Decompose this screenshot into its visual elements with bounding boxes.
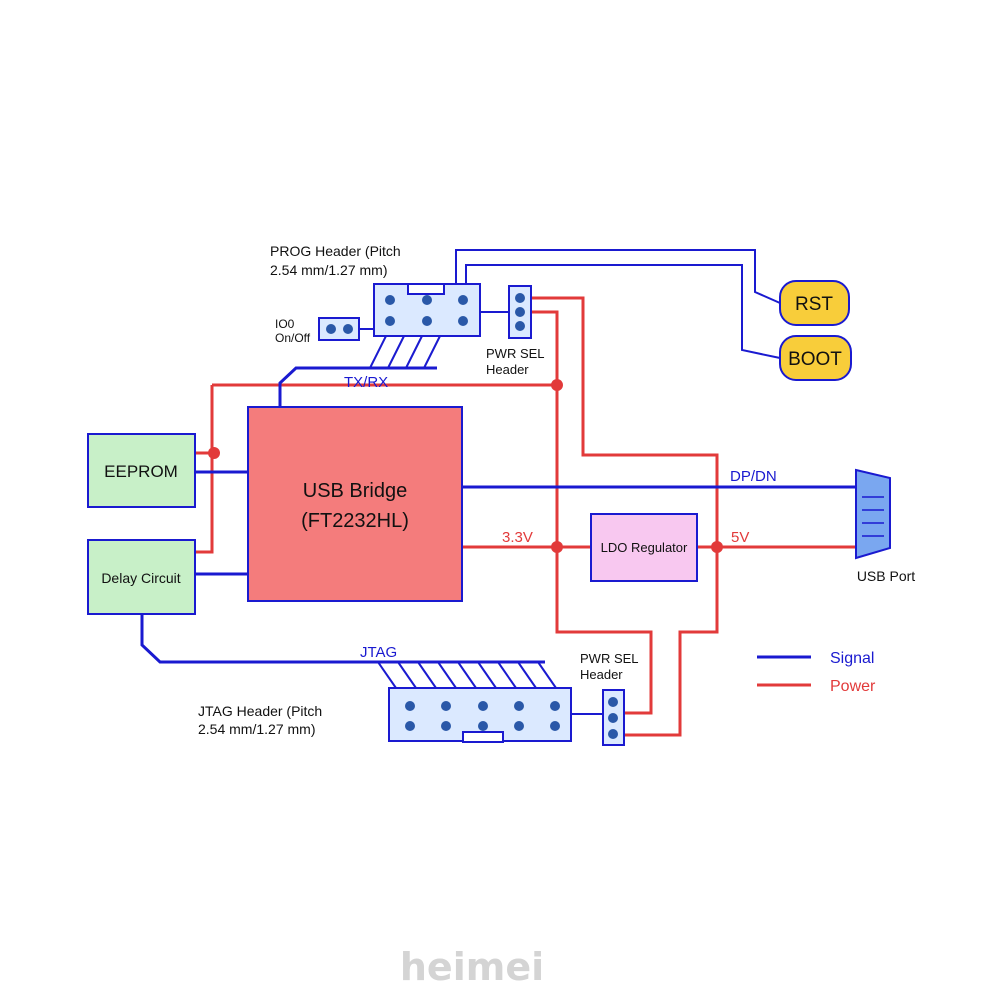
prog-bus-slashes	[369, 335, 441, 369]
prog-header-label-line2: 2.54 mm/1.27 mm)	[270, 262, 387, 278]
pwr-sel-top-label-line2: Header	[486, 362, 529, 377]
signal-wire-jtag	[140, 614, 545, 664]
io0-label-line1: IO0	[275, 317, 295, 331]
usb-port-label: USB Port	[857, 568, 915, 584]
pwr-sel-bottom-label-line1: PWR SEL	[580, 651, 639, 666]
power-wire-left-vertical	[195, 385, 214, 554]
usb-bridge-label-line2: (FT2232HL)	[301, 510, 409, 532]
jtag-header: JTAG Header (Pitch 2.54 mm/1.27 mm)	[198, 687, 572, 743]
boot-label: BOOT	[788, 349, 842, 370]
eeprom-label: EEPROM	[104, 462, 178, 481]
net-label-txrx: TX/RX	[344, 374, 388, 391]
rst-label: RST	[795, 294, 833, 315]
button-wires	[455, 249, 781, 359]
jtag-bus-slashes	[377, 661, 557, 689]
usb-port: USB Port	[855, 468, 915, 584]
net-label-3v3: 3.3V	[502, 529, 533, 546]
power-wire-pwrsel-top-to-rail	[531, 310, 653, 715]
watermark-text: heimei	[400, 945, 544, 989]
signal-wires	[140, 366, 862, 664]
pwr-sel-bottom-label-line2: Header	[580, 667, 623, 682]
net-label-5v: 5V	[731, 529, 749, 546]
boot-wire	[465, 264, 781, 359]
io0-label-line2: On/Off	[275, 331, 311, 345]
legend-power-label: Power	[830, 678, 876, 695]
io0-jumper: IO0 On/Off	[275, 317, 374, 345]
delay-circuit-label: Delay Circuit	[101, 570, 180, 586]
eeprom-block: EEPROM	[87, 433, 196, 508]
rst-wire	[455, 249, 781, 304]
junction-dot	[208, 447, 220, 459]
delay-circuit-block: Delay Circuit	[87, 539, 196, 615]
pwr-sel-top-label-line1: PWR SEL	[486, 346, 545, 361]
prog-header-label-line1: PROG Header (Pitch	[270, 243, 401, 259]
net-label-dpdn: DP/DN	[730, 468, 777, 485]
ldo-regulator-label: LDO Regulator	[601, 540, 688, 555]
boot-button: BOOT	[779, 335, 852, 381]
jtag-header-label-line2: 2.54 mm/1.27 mm)	[198, 721, 315, 737]
junction-dots	[208, 379, 723, 553]
usb-bridge-block: USB Bridge (FT2232HL)	[247, 406, 463, 602]
legend: Signal Power	[757, 650, 876, 695]
junction-dot	[551, 541, 563, 553]
pwr-sel-header-top: PWR SEL Header	[480, 285, 545, 377]
junction-dot	[551, 379, 563, 391]
rst-button: RST	[779, 280, 850, 326]
prog-header: PROG Header (Pitch 2.54 mm/1.27 mm)	[270, 243, 481, 337]
signal-wire-txrx	[278, 366, 437, 407]
ldo-regulator-block: LDO Regulator	[590, 513, 698, 582]
usb-bridge-label-line1: USB Bridge	[303, 480, 408, 502]
junction-dot	[711, 541, 723, 553]
net-label-jtag: JTAG	[360, 644, 397, 661]
jtag-header-label-line1: JTAG Header (Pitch	[198, 703, 322, 719]
legend-signal-label: Signal	[830, 650, 874, 667]
pwr-sel-header-bottom: PWR SEL Header	[571, 651, 639, 746]
